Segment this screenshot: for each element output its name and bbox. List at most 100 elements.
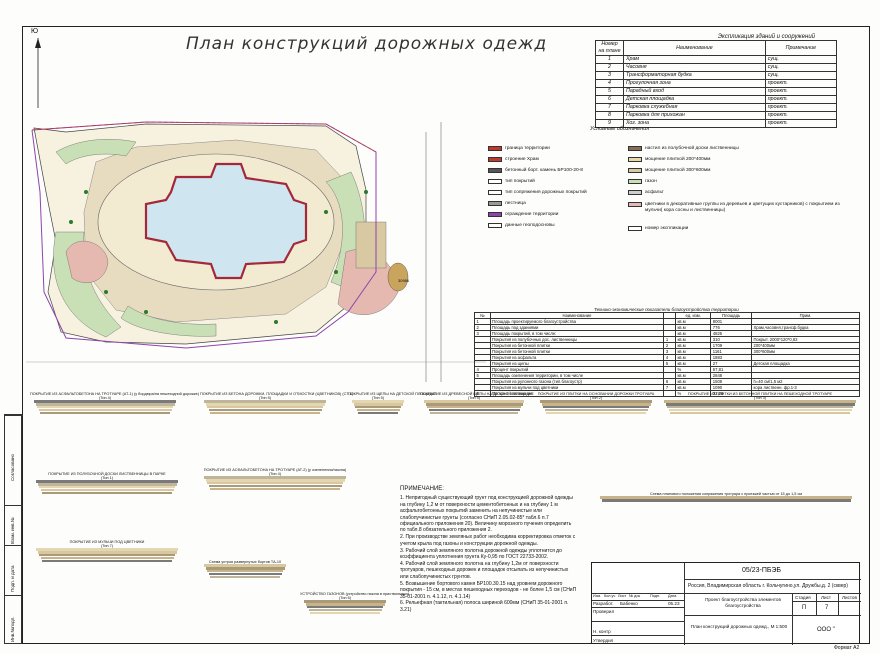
section-layer: [42, 559, 172, 562]
section-subtitle: (Тип 4): [98, 396, 112, 400]
section-layer: [543, 405, 649, 409]
explication-cell: 1: [595, 55, 624, 64]
notes-block: ПРИМЕЧАНИЕ: 1. Непригодный существующий …: [400, 486, 578, 614]
section-layer: [664, 400, 856, 403]
section-layer: [307, 605, 383, 609]
legend-item: газон: [628, 179, 657, 184]
legend-label: ограждение территории: [505, 212, 559, 217]
stamp-role: Проверил: [593, 609, 615, 614]
section-subtitle: (Тип 5): [258, 396, 272, 400]
legend-item: строение Храм: [488, 157, 539, 162]
legend-swatch: [488, 190, 502, 195]
legend-item: граница территории: [488, 146, 550, 151]
site-plan: [26, 92, 486, 384]
explication-header: Наименование: [623, 40, 766, 56]
section-layer: [204, 564, 286, 567]
stamp-sheet-label: Лист: [821, 595, 831, 600]
section-detail: УСТРОЙСТВО ГАЗОНОВ (устройство газона в …: [300, 592, 410, 614]
stamp-stage: П: [802, 605, 807, 611]
drawing-frame: [22, 26, 870, 644]
explication-header: Примечание: [764, 40, 838, 56]
section-title: ПОКРЫТИЕ ИЗ ПЛИТКИ НА ОСНОВАНИИ ДОРОЖКИ …: [537, 392, 655, 396]
section-layer: [600, 496, 852, 499]
section-layer: [39, 485, 175, 489]
explication-cell: 9: [595, 119, 624, 128]
section-subtitle: (Тип 2): [589, 396, 603, 400]
section-title: ПОКРЫТИЕ ИЗ АСФАЛЬТОБЕТОНА НА ТРОТУАРЕ (…: [203, 468, 347, 472]
stamp-stage-label: Стадия: [795, 595, 811, 600]
explication-cell: сущ.: [764, 63, 838, 72]
side-label: Согласовано: [10, 453, 15, 481]
section-layer: [356, 408, 400, 412]
legend-item: настил из полубочной доски лиственницы: [628, 146, 739, 151]
section-layer: [308, 608, 382, 612]
tep-cell: %: [674, 390, 712, 397]
legend-swatch: [488, 223, 502, 228]
legend-label: лестница: [505, 201, 526, 206]
section-title: УСТРОЙСТВО ГАЗОНОВ (устройство газона в …: [300, 592, 410, 596]
plan-dimension: 30986: [398, 278, 410, 283]
explication-cell: сущ.: [764, 55, 838, 64]
explication-cell: проект.: [764, 87, 838, 96]
section-layer: [427, 405, 521, 409]
section-detail: ПОКРЫТИЕ ИЗ БЕТОНА ДОРОЖКИ, ПЛОЩАДКИ И О…: [200, 392, 354, 414]
stamp-code: 05/23-ПБЭБ: [742, 567, 782, 574]
title-block: 05/23-ПБЭБ Россия, Владимирская область …: [591, 562, 861, 645]
legend-label: тип покрытий: [505, 179, 535, 184]
section-layer: [40, 411, 170, 414]
side-label: Инв.№подл.: [10, 616, 15, 642]
section-layer: [358, 411, 398, 414]
legend-swatch: [628, 168, 642, 173]
section-layer: [40, 556, 174, 560]
legend-label: мощение плиткой 200*400мм: [645, 157, 711, 162]
stamp-role: Разработ.: [593, 601, 614, 606]
explication-cell: Парковка для прихожан: [623, 111, 766, 120]
explication-cell: Храм: [623, 55, 766, 64]
explication-cell: Трансформаторная будка: [623, 71, 766, 80]
explication-cell: 4: [595, 79, 624, 88]
section-detail: ПОКРЫТИЕ ИЗ АСФАЛЬТОБЕТОНА НА ТРОТУАРЕ (…: [30, 392, 199, 414]
legend-swatch: [488, 179, 502, 184]
note-item: 3. Рабочий слой земляного полотна дорожн…: [400, 547, 562, 561]
legend-item: ограждение территории: [488, 212, 558, 217]
legend-label: бетонный борт. камень БР100-20-8: [505, 168, 583, 173]
notes-heading: ПРИМЕЧАНИЕ:: [400, 486, 444, 492]
legend-swatch: [488, 212, 502, 217]
section-detail: Схема устроя развернутых бортов ТА-10: [200, 560, 290, 578]
explication-cell: 8: [595, 111, 624, 120]
legend-label: граница территории: [505, 146, 550, 151]
section-layer: [668, 408, 852, 412]
section-layer: [42, 491, 172, 494]
section-detail: ПОКРЫТИЕ ИЗ ПОЛУБОЧНОЙ ДОСКИ ЛИСТВЕННИЦЫ…: [32, 472, 182, 494]
section-layer: [355, 405, 401, 409]
section-layer: [210, 411, 320, 414]
explication-caption: Экспликация зданий и сооружений: [717, 34, 815, 40]
explication-table: Экспликация зданий и сооружений Номер на…: [595, 34, 838, 128]
stamp-designer: Бабенко: [620, 601, 638, 606]
section-title: Схема планового положения сопряжения тро…: [650, 492, 802, 496]
section-layer: [428, 408, 520, 412]
tep-caption: Технико-экономические показатели благоус…: [594, 307, 739, 312]
tep-cell: Процент озеленения: [489, 390, 665, 397]
section-layer: [425, 403, 523, 406]
north-arrow: [33, 38, 43, 108]
legend-item: цветники в декоративные группы из деревь…: [628, 202, 854, 214]
legend-swatch: [628, 179, 642, 184]
section-layer: [37, 551, 177, 554]
side-label: Взам. инв.№: [10, 517, 15, 544]
section-title: ПОКРЫТИЕ ИЗ БЕТОНА ДОРОЖКИ, ПЛОЩАДКИ И О…: [200, 392, 354, 396]
legend-swatch: [628, 146, 642, 151]
legend-label: газон: [645, 179, 657, 184]
legend-label: асфальт: [645, 190, 664, 195]
legend-swatch: [628, 157, 642, 162]
tep-table: Технико-экономические показатели благоус…: [474, 307, 861, 397]
section-layer: [36, 548, 178, 551]
explication-cell: проект.: [764, 119, 838, 128]
section-layer: [430, 411, 518, 414]
